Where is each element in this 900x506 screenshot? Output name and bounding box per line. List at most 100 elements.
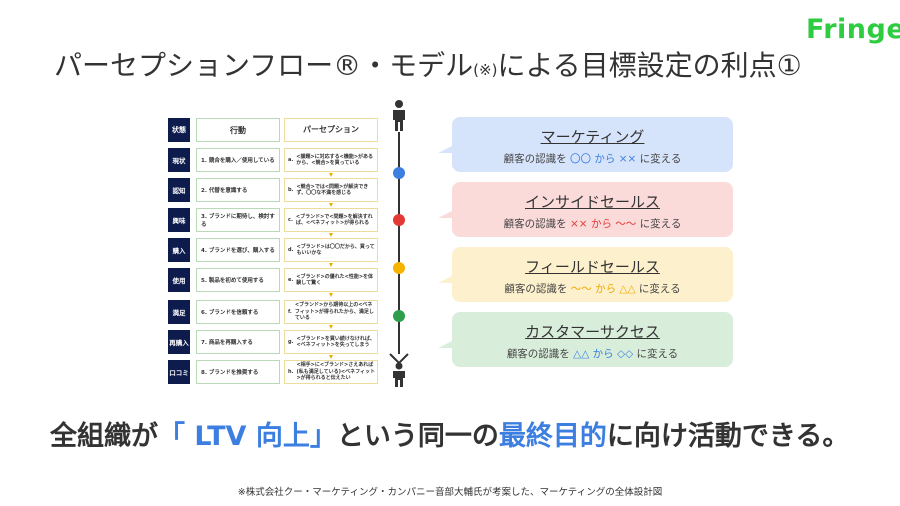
team-card: マーケティング 顧客の認識を 〇〇 から ×× に変える	[438, 117, 733, 172]
perception-text: <ブランド>で<問題>を解決すれば、<ベネフィット>が得られる	[295, 213, 373, 227]
card-title: インサイドセールス	[524, 193, 660, 211]
key-message: 全組織が「 LTV 向上」という同一の最終目的に向け活動できる。	[50, 414, 849, 453]
text-prefix: 顧客の認識を	[506, 348, 570, 360]
text-mid: から	[590, 218, 612, 230]
header-perception: パーセプション	[284, 118, 378, 142]
speech-tail	[438, 275, 454, 283]
flow-arrow-icon	[329, 203, 333, 207]
perception-cell: b.<競合>では<問題>が解決できず、〇〇な不満を感じる	[284, 178, 378, 202]
text-suffix: に変える	[638, 283, 681, 295]
team-card: インサイドセールス 顧客の認識を ×× から ～～ に変える	[438, 182, 733, 237]
flow-arrow-icon	[329, 355, 333, 359]
status-cell: 口コミ	[168, 360, 190, 384]
timeline-dot	[393, 310, 405, 322]
action-cell: 7. 商品を再購入する	[196, 330, 280, 354]
perception-cell: d.<ブランド>は〇〇だから、買ってもいいかな	[284, 238, 378, 262]
team-card: カスタマーサクセス 顧客の認識を △△ から ◇◇ に変える	[438, 312, 733, 367]
perception-letter: b.	[288, 186, 294, 193]
text-prefix: 顧客の認識を	[504, 283, 568, 295]
text-prefix: 顧客の認識を	[503, 218, 567, 230]
table-row: 満足 6. ブランドを信頼する f.<ブランド>から期待以上の<ベネフィット>が…	[168, 300, 380, 324]
title-note: (※)	[473, 61, 498, 79]
timeline-dot	[393, 167, 405, 179]
text-suffix: に変える	[639, 218, 682, 230]
text-suffix: に変える	[639, 153, 682, 165]
flow-arrow-icon	[329, 325, 333, 329]
title-rest: による目標設定の利点①	[497, 49, 802, 82]
msg-part: という同一の	[336, 421, 499, 452]
perception-cell: g.<ブランド>を買い続けなければ、<ベネフィット>を失ってしまう	[284, 330, 378, 354]
perception-text: <相手>に<ブランド>さえあれば(私も満足している)<ベネフィット>が得られると…	[296, 362, 375, 382]
action-cell: 4. ブランドを選び、購入する	[196, 238, 280, 262]
perception-letter: a.	[288, 156, 294, 163]
perception-cell: e.<ブランド>の優れた<性能>を体験して驚く	[284, 268, 378, 292]
title-main: パーセプションフロー®・モデル	[54, 49, 474, 82]
card-title: マーケティング	[540, 128, 645, 146]
text-to: ××	[618, 153, 637, 165]
action-cell: 3. ブランドに期待し、検討する	[196, 208, 280, 232]
person-icon	[393, 100, 405, 131]
perception-cell: a.<課題>に対応する<機能>があるから、<競合>を買っている	[284, 148, 378, 172]
perception-letter: g.	[288, 338, 294, 345]
table-row: 興味 3. ブランドに期待し、検討する c.<ブランド>で<問題>を解決すれば、…	[168, 208, 380, 232]
flow-arrow-icon	[329, 173, 333, 177]
text-mid: から	[594, 153, 616, 165]
table-row: 現状 1. 競合を購入／使用している a.<課題>に対応する<機能>があるから、…	[168, 148, 380, 172]
flow-arrow-icon	[329, 293, 333, 297]
action-cell: 6. ブランドを信頼する	[196, 300, 280, 324]
table-row: 購入 4. ブランドを選び、購入する d.<ブランド>は〇〇だから、買ってもいい…	[168, 238, 380, 262]
status-cell: 認知	[168, 178, 190, 202]
text-to: △△	[619, 283, 636, 295]
header-action: 行動	[196, 118, 280, 142]
card-title: フィールドセールス	[525, 258, 660, 276]
header-status: 状態	[168, 118, 190, 142]
flow-arrow-icon	[329, 233, 333, 237]
text-from: △△	[573, 348, 590, 360]
speech-tail	[438, 145, 454, 153]
action-cell: 1. 競合を購入／使用している	[196, 148, 280, 172]
card-text: 顧客の認識を △△ から ◇◇ に変える	[452, 346, 733, 361]
perception-letter: h.	[288, 368, 294, 375]
text-from: ××	[570, 218, 588, 230]
status-cell: 満足	[168, 300, 190, 324]
table-row: 使用 5. 製品を初めて使用する e.<ブランド>の優れた<性能>を体験して驚く	[168, 268, 380, 292]
text-prefix: 顧客の認識を	[503, 153, 567, 165]
perception-text: <課題>に対応する<機能>があるから、<競合>を買っている	[296, 153, 374, 167]
status-cell: 興味	[168, 208, 190, 232]
perception-text: <競合>では<問題>が解決できず、〇〇な不満を感じる	[296, 183, 369, 197]
perception-text: <ブランド>から期待以上の<ベネフィット>が得られたから、満足している	[294, 302, 374, 322]
status-cell: 購入	[168, 238, 190, 262]
perception-letter: f.	[288, 308, 292, 315]
msg-highlight: 最終目的	[498, 421, 607, 452]
action-cell: 5. 製品を初めて使用する	[196, 268, 280, 292]
card-text: 顧客の認識を ～～ から △△ に変える	[452, 281, 733, 296]
perception-text: <ブランド>は〇〇だから、買ってもいいかな	[296, 243, 375, 257]
person-arrow-icon	[389, 353, 409, 387]
speech-tail	[438, 340, 454, 348]
perception-cell: c.<ブランド>で<問題>を解決すれば、<ベネフィット>が得られる	[284, 208, 378, 232]
timeline-dot	[393, 214, 405, 226]
msg-part: 全組織が	[50, 421, 158, 452]
text-mid: から	[592, 348, 614, 360]
table-row: 再購入 7. 商品を再購入する g.<ブランド>を買い続けなければ、<ベネフィッ…	[168, 330, 380, 354]
text-from: 〇〇	[570, 153, 591, 165]
perception-letter: d.	[288, 246, 294, 253]
card-text: 顧客の認識を 〇〇 から ×× に変える	[452, 151, 733, 166]
msg-highlight: 「 LTV 向上」	[158, 421, 337, 452]
action-cell: 8. ブランドを推奨する	[196, 360, 280, 384]
perception-cell: h.<相手>に<ブランド>さえあれば(私も満足している)<ベネフィット>が得られ…	[284, 360, 378, 384]
footnote: ※株式会社クー・マーケティング・カンパニー音部大輔氏が考案した、マーケティングの…	[237, 487, 663, 498]
timeline-dot	[393, 262, 405, 274]
timeline-line	[398, 132, 400, 354]
perception-letter: c.	[288, 216, 293, 223]
action-cell: 2. 代替を意識する	[196, 178, 280, 202]
text-to: ◇◇	[617, 348, 634, 360]
perception-letter: e.	[288, 276, 294, 283]
page-title: パーセプションフロー®・モデル(※)による目標設定の利点①	[54, 44, 802, 84]
perception-text: <ブランド>を買い続けなければ、<ベネフィット>を失ってしまう	[296, 335, 375, 349]
status-cell: 再購入	[168, 330, 190, 354]
fringe-logo: Fringe	[806, 14, 900, 45]
table-row: 口コミ 8. ブランドを推奨する h.<相手>に<ブランド>さえあれば(私も満足…	[168, 360, 380, 384]
card-text: 顧客の認識を ×× から ～～ に変える	[452, 216, 733, 231]
perception-cell: f.<ブランド>から期待以上の<ベネフィット>が得られたから、満足している	[284, 300, 378, 324]
